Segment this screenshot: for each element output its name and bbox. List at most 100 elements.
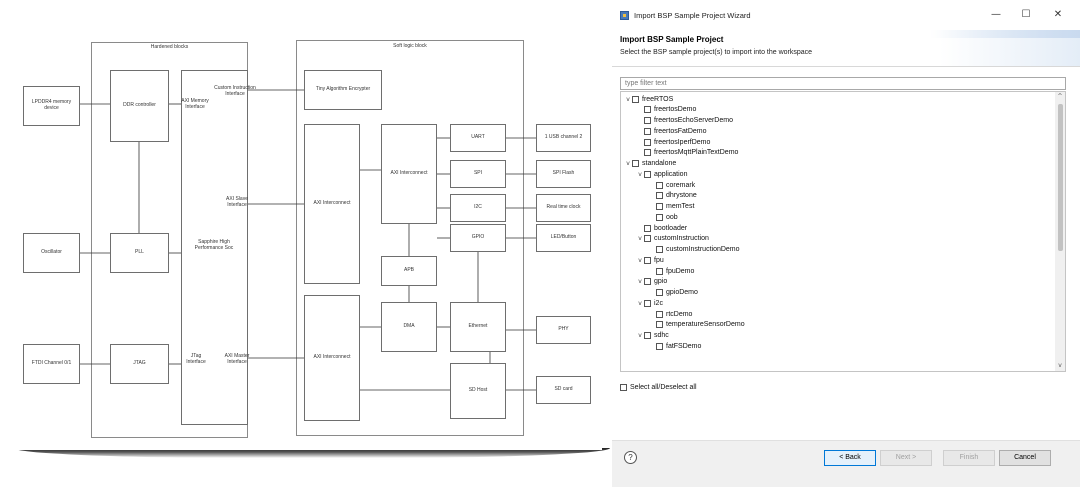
tree-item-checkbox[interactable] (644, 149, 651, 157)
select-all-label: Select all/Deselect all (630, 384, 697, 391)
tree-item-label: freeRTOS (642, 95, 674, 103)
tree-scrollbar[interactable]: ^ v (1055, 92, 1065, 371)
tree-item[interactable]: v gpio (636, 277, 667, 287)
next-button[interactable]: Next > (880, 450, 932, 466)
tree-item-checkbox[interactable] (656, 310, 663, 318)
scrollbar-thumb[interactable] (1058, 104, 1063, 251)
tree-item-checkbox[interactable] (632, 160, 639, 167)
tree-item[interactable]: oob (648, 212, 678, 222)
tree-item-checkbox[interactable] (644, 299, 651, 307)
apb-block: APB (381, 256, 437, 286)
tree-item[interactable]: v application (636, 169, 687, 179)
tree-item[interactable]: fpuDemo (648, 266, 694, 276)
tree-item-checkbox[interactable] (644, 278, 651, 286)
finish-button[interactable]: Finish (943, 450, 995, 466)
tree-spacer (648, 266, 656, 276)
tree-item-checkbox[interactable] (656, 267, 663, 275)
expand-chevron-icon[interactable]: v (626, 95, 630, 103)
expand-chevron-icon[interactable]: v (626, 160, 630, 167)
maximize-button[interactable]: ☐ (1021, 9, 1031, 20)
tree-spacer (648, 180, 656, 190)
expand-chevron-icon[interactable]: v (638, 256, 642, 264)
tree-item-checkbox[interactable] (644, 332, 651, 339)
tree-item[interactable]: coremark (648, 180, 695, 190)
tree-item-checkbox[interactable] (644, 127, 651, 135)
tree-item[interactable]: customInstructionDemo (648, 245, 740, 255)
tree-item-label: standalone (642, 160, 677, 167)
tree-item[interactable]: freertosIperfDemo (636, 137, 710, 147)
tree-item-checkbox[interactable] (656, 203, 663, 210)
help-icon[interactable]: ? (624, 451, 637, 464)
axi-interconnect-left-top: AXI Interconnect (304, 124, 360, 284)
expand-chevron-icon[interactable]: v (638, 332, 642, 339)
select-all-checkbox[interactable]: Select all/Deselect all (620, 384, 697, 391)
close-button[interactable]: ✕ (1053, 9, 1063, 20)
tree-item-checkbox[interactable] (632, 95, 639, 103)
pll-block: PLL (110, 233, 169, 273)
tree-item[interactable]: memTest (648, 202, 694, 212)
cancel-button[interactable]: Cancel (999, 450, 1051, 466)
select-all-box[interactable] (620, 384, 627, 391)
tree-item-label: application (654, 170, 688, 178)
tree-item[interactable]: fatFSDemo (648, 341, 701, 351)
back-button[interactable]: < Back (824, 450, 876, 466)
scroll-up-icon[interactable]: ^ (1057, 93, 1063, 100)
gpio-block: GPIO (450, 224, 506, 252)
tree-item[interactable]: rtcDemo (648, 309, 692, 319)
tree-item[interactable]: gpioDemo (648, 288, 698, 298)
tree-item-checkbox[interactable] (644, 170, 651, 178)
rtc-block: Real time clock (536, 194, 591, 222)
tree-item[interactable]: freertosEchoServerDemo (636, 116, 733, 126)
tree-item-checkbox[interactable] (656, 321, 663, 329)
phy-block: PHY (536, 316, 591, 344)
axi-memory-interface-label: AXI Memory Interface (181, 98, 209, 110)
tree-item[interactable]: freertosMqttPlainTextDemo (636, 148, 738, 158)
tree-item-checkbox[interactable] (644, 235, 651, 243)
tree-item-checkbox[interactable] (644, 224, 651, 232)
import-wizard-window: Import BSP Sample Project Wizard — ☐ ✕ I… (612, 0, 1080, 487)
filter-input[interactable]: type filter text (620, 77, 1066, 90)
tree-item[interactable]: freertosDemo (636, 105, 696, 115)
expand-chevron-icon[interactable]: v (638, 170, 642, 178)
tree-item[interactable]: dhrystone (648, 191, 697, 201)
tree-item[interactable]: v standalone (624, 159, 676, 169)
tree-item-label: freertosDemo (654, 106, 697, 114)
button-bar: ? < Back Next > Finish Cancel (612, 440, 1080, 487)
tree-item[interactable]: v freeRTOS (624, 94, 673, 104)
minimize-button[interactable]: — (991, 9, 1001, 20)
axi-master-interface-label: AXI Master Interface (224, 353, 250, 365)
tree-spacer (636, 105, 644, 115)
tree-item-label: rtcDemo (666, 310, 693, 318)
tree-item-checkbox[interactable] (656, 246, 663, 253)
scroll-down-icon[interactable]: v (1058, 362, 1062, 369)
tree-item-checkbox[interactable] (644, 106, 651, 114)
sapphire-soc-label: Sapphire High Performance Soc (194, 239, 234, 251)
expand-chevron-icon[interactable]: v (638, 299, 642, 307)
tree-item-label: coremark (666, 181, 696, 189)
tree-item-checkbox[interactable] (644, 256, 651, 264)
tree-item-label: memTest (666, 203, 695, 210)
axi-interconnect-center: AXI Interconnect (381, 124, 437, 224)
tree-item-checkbox[interactable] (656, 192, 663, 200)
tree-item-label: gpio (654, 278, 668, 286)
jtag-interface-label: JTag Interface (186, 353, 206, 365)
tree-item-checkbox[interactable] (644, 138, 651, 146)
tree-item[interactable]: freertosFatDemo (636, 126, 707, 136)
tree-item-checkbox[interactable] (656, 181, 663, 189)
tree-item-label: freertosEchoServerDemo (654, 117, 733, 124)
tree-item-checkbox[interactable] (656, 342, 663, 350)
expand-chevron-icon[interactable]: v (638, 235, 642, 243)
tree-item-checkbox[interactable] (656, 289, 663, 296)
project-tree[interactable]: v freeRTOS freertosDemo freertosEchoServerD… (620, 91, 1066, 372)
expand-chevron-icon[interactable]: v (638, 278, 642, 286)
tree-item-checkbox[interactable] (644, 117, 651, 124)
tree-item[interactable]: temperatureSensorDemo (648, 320, 745, 330)
dma-block: DMA (381, 302, 437, 352)
tree-item-checkbox[interactable] (656, 213, 663, 221)
tree-item[interactable]: bootloader (636, 223, 687, 233)
tree-item-label: freertosMqttPlainTextDemo (654, 149, 739, 157)
